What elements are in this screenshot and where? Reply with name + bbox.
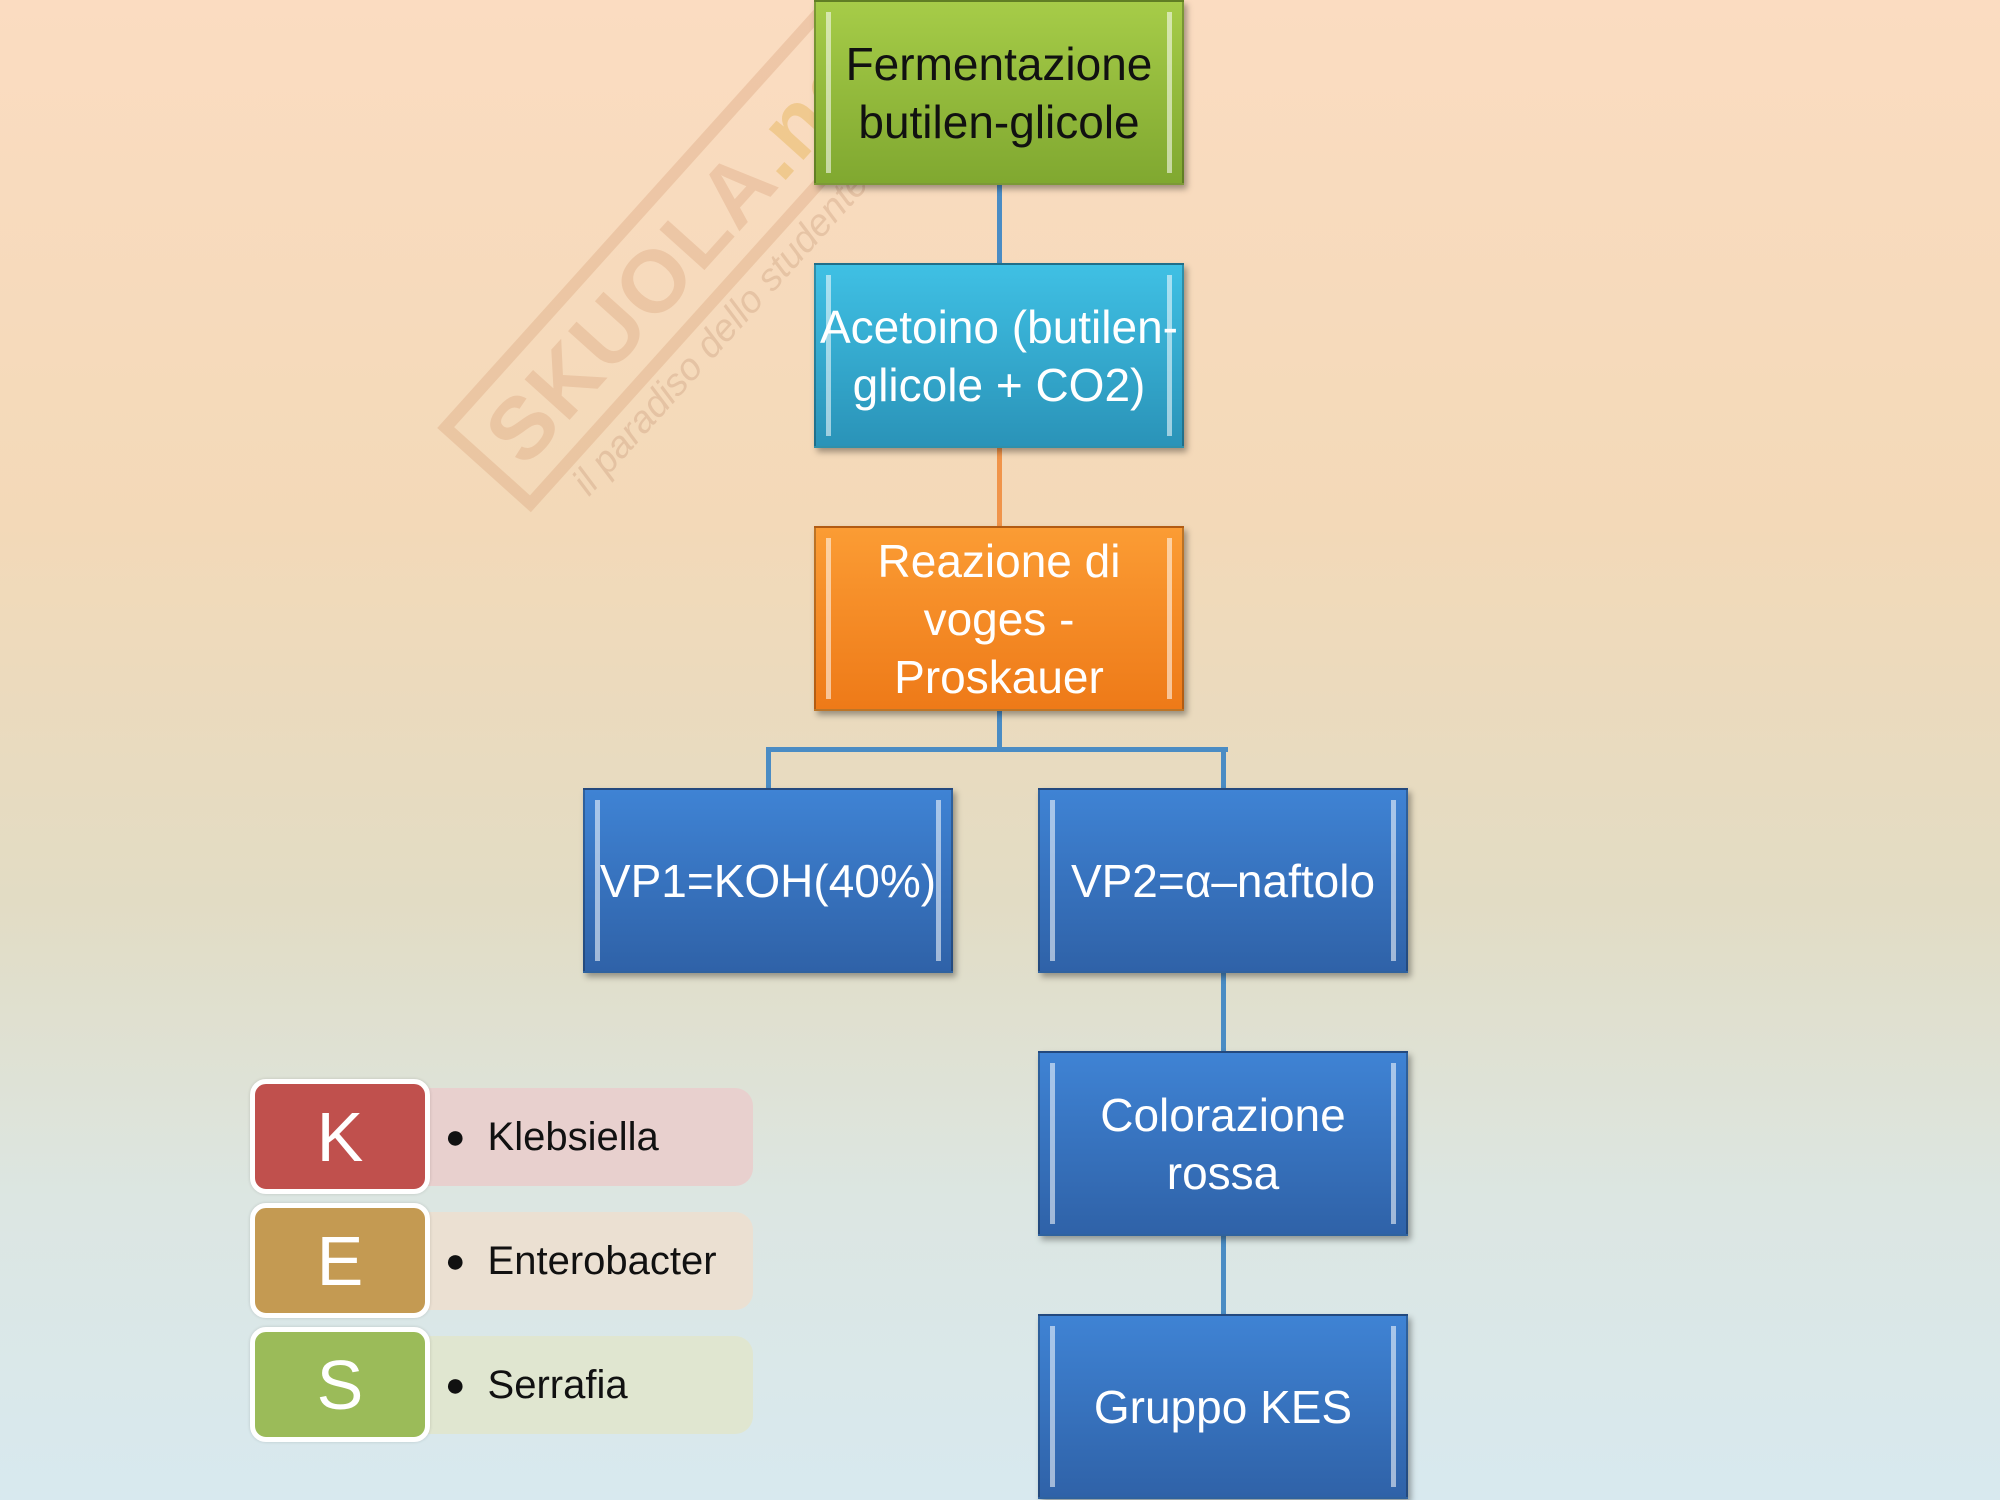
fermentation-box: Fermentazione butilen-glicole (814, 0, 1184, 185)
color-box: Colorazione rossa (1038, 1051, 1408, 1236)
connector (997, 709, 1002, 751)
bullet-icon: ● (445, 1365, 466, 1404)
connector (1221, 1235, 1226, 1314)
connector (766, 747, 1228, 752)
connector (997, 185, 1002, 263)
bullet-icon: ● (445, 1241, 466, 1280)
vp1-box: VP1=KOH(40%) (583, 788, 953, 973)
kes-letter-k: K (250, 1079, 430, 1194)
connector (1221, 973, 1226, 1051)
vp2-box: VP2=α–naftolo (1038, 788, 1408, 973)
reaction-box: Reazione di voges - Proskauer (814, 526, 1184, 711)
kes-item-klebsiella: ●Klebsiella (425, 1088, 753, 1186)
kes-item-enterobacter: ●Enterobacter (425, 1212, 753, 1310)
kes-item-serrafia: ●Serrafia (425, 1336, 753, 1434)
bullet-icon: ● (445, 1117, 466, 1156)
group-box: Gruppo KES (1038, 1314, 1408, 1499)
connector (1221, 747, 1226, 788)
connector (766, 747, 771, 788)
connector (997, 447, 1002, 526)
kes-letter-e: E (250, 1203, 430, 1318)
acetoin-box: Acetoino (butilen- glicole + CO2) (814, 263, 1184, 448)
kes-letter-s: S (250, 1327, 430, 1442)
